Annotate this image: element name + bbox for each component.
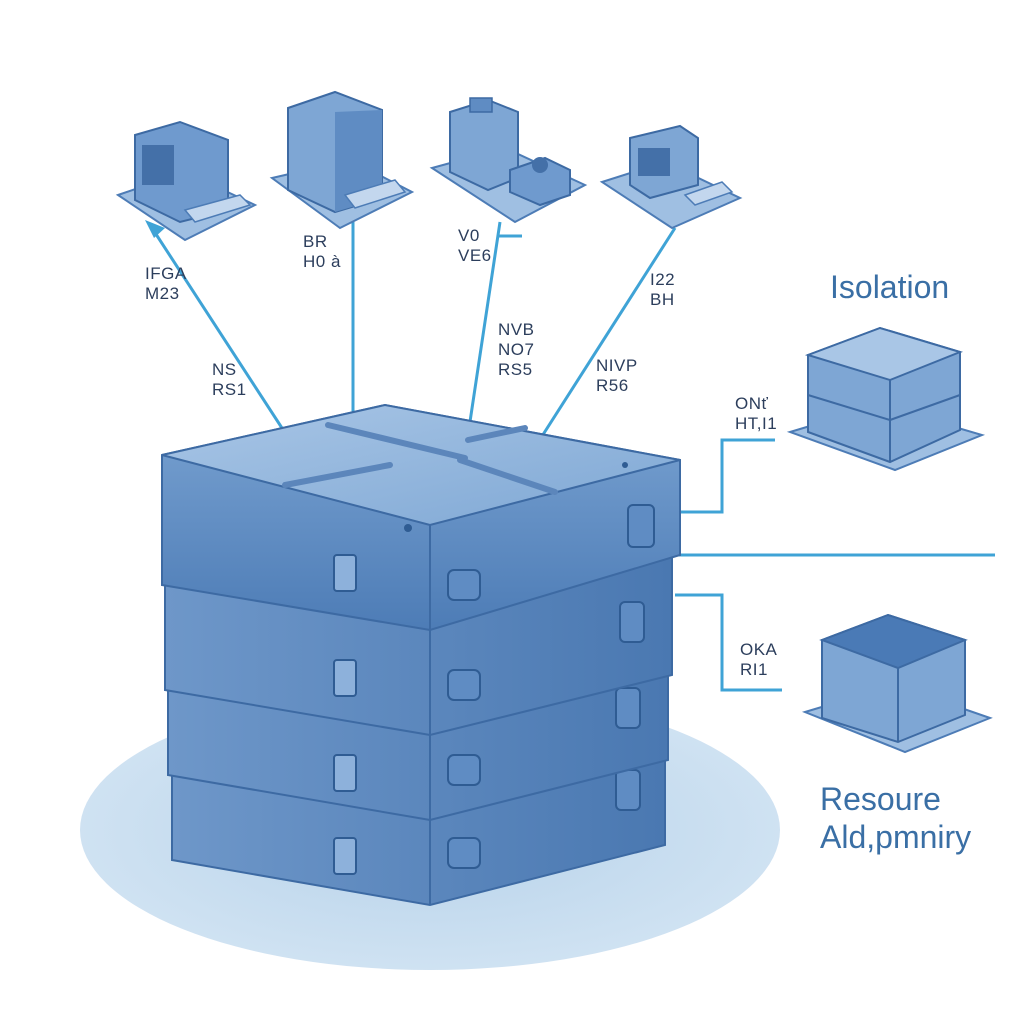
label-link3b: NVB NO7 RS5 xyxy=(498,320,534,380)
label-link1-line1: IFGA xyxy=(145,264,187,283)
label-link1b-line2: RS1 xyxy=(212,380,247,399)
label-upper-link-line1: ONť xyxy=(735,394,769,413)
label-link4-line1: I22 xyxy=(650,270,676,289)
desktop-computer-icon xyxy=(599,124,743,230)
label-link1-line2: M23 xyxy=(145,284,180,303)
label-upper-link: ONť HT,I1 xyxy=(735,394,777,434)
label-link4b: NIVP R56 xyxy=(596,356,638,396)
label-upper-link-line2: HT,I1 xyxy=(735,414,778,433)
label-link3b-line2: NO7 xyxy=(498,340,535,359)
label-lower-link-line1: OKA xyxy=(740,640,778,659)
label-link2-line2: H0 à xyxy=(303,252,341,271)
label-link2-line1: BR xyxy=(303,232,328,251)
storage-stack-icon xyxy=(161,403,681,907)
label-link4-line2: BH xyxy=(650,290,675,309)
label-link2: BR H0 à xyxy=(303,232,341,272)
isolated-server-icon xyxy=(786,326,986,472)
label-link3-line2: VE6 xyxy=(458,246,492,265)
resource-server-icon xyxy=(801,613,993,754)
label-lower-link: OKA RI1 xyxy=(740,640,777,680)
heading-isolation: Isolation xyxy=(830,268,949,306)
heading-isolation-text: Isolation xyxy=(830,269,950,305)
heading-resource: Resoure Ald,pmniry xyxy=(820,780,971,856)
server-cluster-icon xyxy=(429,97,588,224)
label-link3b-line1: NVB xyxy=(498,320,535,339)
tower-computer-icon xyxy=(269,90,415,230)
label-link3-line1: V0 xyxy=(458,226,480,245)
label-link3: V0 VE6 xyxy=(458,226,492,266)
heading-resource-line2: Ald,pmniry xyxy=(820,819,972,855)
label-link1: IFGA M23 xyxy=(145,264,187,304)
connection-lines xyxy=(145,220,995,692)
label-link3b-line3: RS5 xyxy=(498,360,533,379)
label-link1b-line1: NS xyxy=(212,360,237,379)
label-link1b: NS RS1 xyxy=(212,360,247,400)
label-link4b-line2: R56 xyxy=(596,376,629,395)
workstation-icon xyxy=(115,120,258,242)
label-link4: I22 BH xyxy=(650,270,675,310)
heading-resource-line1: Resoure xyxy=(820,781,941,817)
label-lower-link-line2: RI1 xyxy=(740,660,768,679)
label-link4b-line1: NIVP xyxy=(596,356,638,375)
